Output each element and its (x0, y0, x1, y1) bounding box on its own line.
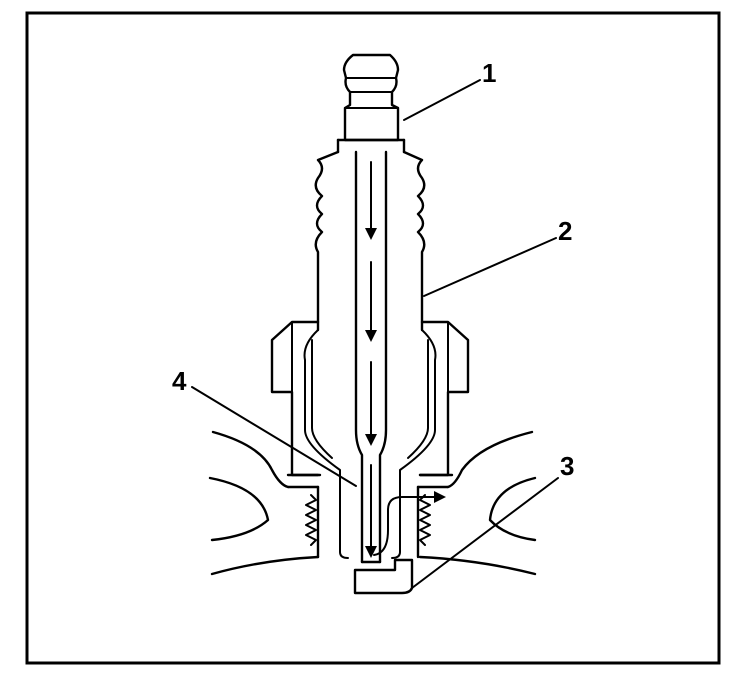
callout-2: 2 (558, 216, 572, 246)
heat-flow-arrows (365, 161, 446, 558)
spark-plug (270, 53, 470, 595)
arrow-down-icon (365, 330, 377, 342)
callout-3: 3 (560, 451, 574, 481)
center-electrode (354, 150, 388, 564)
arrow-right-icon (434, 491, 446, 503)
leader-lines (191, 79, 559, 589)
ground-electrode (353, 558, 414, 595)
cylinder-head (208, 430, 537, 576)
callout-1: 1 (482, 58, 496, 88)
arrow-down-icon (365, 228, 377, 240)
insulator (314, 150, 340, 332)
arrow-down-icon (365, 434, 377, 446)
callout-4: 4 (172, 366, 187, 396)
arrow-down-icon (365, 546, 377, 558)
